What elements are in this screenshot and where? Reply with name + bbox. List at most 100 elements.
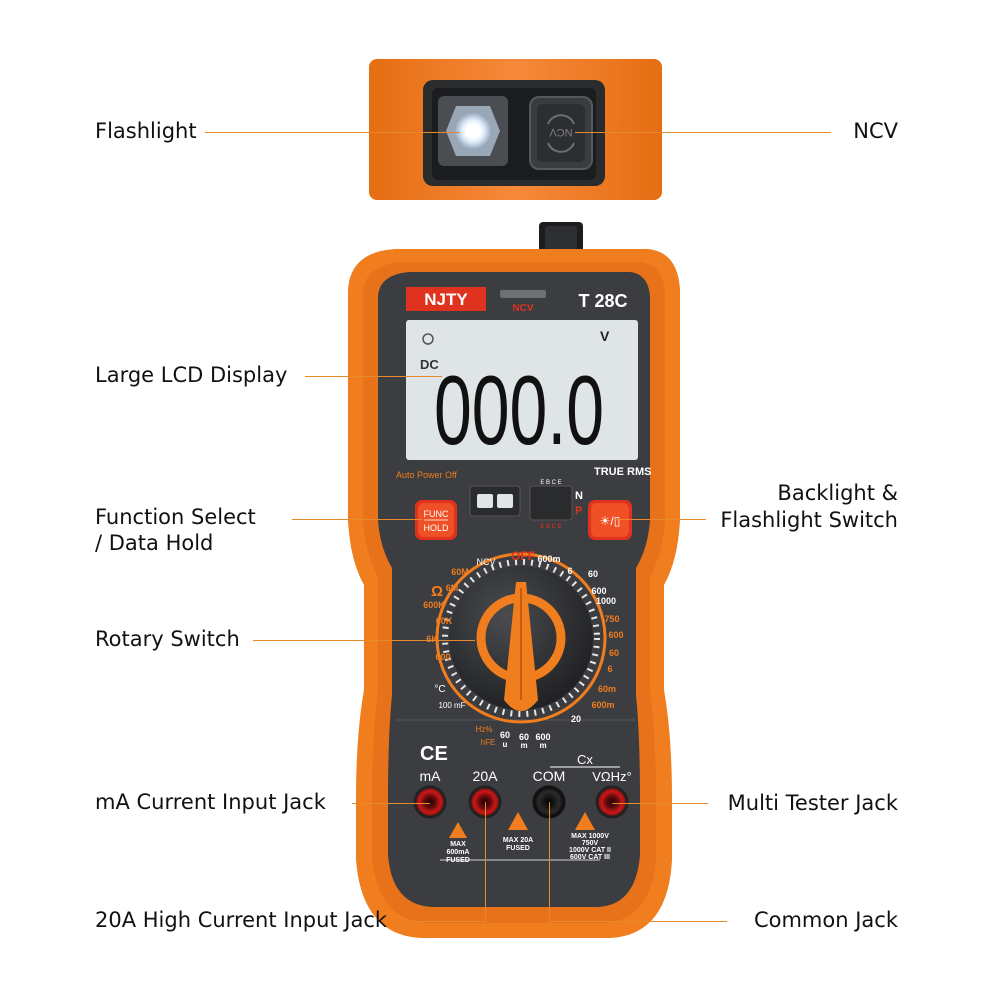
- dial-range-label: 60: [519, 732, 529, 742]
- fine-print: 1000V CAT II: [569, 847, 611, 854]
- ncv-sensor-icon: NCV: [529, 96, 593, 170]
- lcd-reading: 000.0: [434, 355, 604, 465]
- ce-mark: CE: [420, 743, 448, 765]
- temp-socket: [469, 485, 521, 517]
- dial-range-label: 60K: [436, 616, 453, 626]
- dial-range-label: 6M: [446, 583, 459, 593]
- callout-ncv: NCV: [853, 119, 898, 143]
- svg-text:E B C E: E B C E: [540, 524, 561, 530]
- com-leader-vertical: [549, 802, 550, 921]
- dial-range-label: 600m: [591, 700, 614, 710]
- callout-lcd: Large LCD Display: [95, 363, 288, 387]
- a20-leader-vertical: [485, 802, 486, 921]
- warning-icon: [508, 812, 528, 830]
- dial-range-label: 60M: [451, 567, 469, 577]
- backlight-button-art: ☀/▯: [588, 500, 632, 540]
- dial-range-label: 600: [591, 586, 606, 596]
- dial-off-label: OFF: [511, 549, 535, 563]
- fine-print: MAX 20A: [503, 837, 533, 844]
- rotary-dial: [435, 552, 607, 724]
- dial-unit-label: u: [503, 740, 508, 749]
- warning-icon: [449, 822, 467, 838]
- a20-leader: [414, 921, 486, 922]
- fine-print: MAX: [450, 841, 466, 848]
- dial-range-label: 6: [607, 664, 612, 674]
- dial-range-label: 750: [604, 614, 619, 624]
- model-label: T 28C: [578, 291, 627, 311]
- auto-power-off-label: Auto Power Off: [396, 470, 457, 480]
- cx-label: Cx: [577, 752, 593, 767]
- callout-func-line1: Function Select: [95, 505, 256, 529]
- backlight-leader: [613, 519, 706, 520]
- hfe-socket: E B C E E B C E: [529, 480, 573, 530]
- dial-range-label: 60: [500, 730, 510, 740]
- dial-unit-label: m: [539, 741, 546, 750]
- jack-20a-label: 20A: [473, 768, 499, 784]
- dial-range-label: 600K: [423, 600, 445, 610]
- callout-backlight-line2: Flashlight Switch: [720, 508, 898, 532]
- com-leader: [549, 921, 727, 922]
- dial-cap-label: 100 mF: [438, 701, 465, 710]
- warning-icon: [575, 812, 595, 830]
- svg-text:NJTY: NJTY: [424, 290, 468, 309]
- fine-print: 600mA: [447, 849, 470, 856]
- jack-multi-label: VΩHz°: [592, 769, 631, 784]
- lcd-mode: DC: [420, 357, 439, 372]
- lcd-leader: [305, 376, 442, 377]
- svg-text:E B C E: E B C E: [540, 480, 561, 486]
- npn-n-label: N: [575, 490, 583, 502]
- lcd-display: V DC 000.0: [406, 320, 638, 465]
- dial-ohm-symbol: Ω: [431, 583, 443, 600]
- npn-p-label: P: [575, 505, 582, 517]
- dial-range-label: 60: [609, 648, 619, 658]
- lcd-unit: V: [600, 328, 610, 344]
- callout-ma-jack: mA Current Input Jack: [95, 790, 326, 814]
- ncv-leader: [575, 132, 831, 133]
- rotary-leader: [253, 640, 475, 641]
- func-hold-button-art: FUNC HOLD: [415, 500, 457, 540]
- flashlight-icon: [438, 96, 508, 166]
- dial-range-label: 600m: [537, 554, 560, 564]
- dial-range-label: 600: [435, 652, 450, 662]
- svg-text:NCV: NCV: [512, 303, 533, 314]
- jack-ma-label: mA: [420, 768, 442, 784]
- dial-range-label: 6K: [426, 634, 438, 644]
- dial-range-label: 60m: [598, 684, 616, 694]
- brand-badge: NJTY: [406, 287, 486, 311]
- dial-range-label: 600: [535, 732, 550, 742]
- fine-print: FUSED: [506, 845, 530, 852]
- timer-icon: [422, 333, 434, 345]
- func-leader: [292, 519, 422, 520]
- callout-multi-jack: Multi Tester Jack: [727, 791, 898, 815]
- sun-flashlight-icon: ☀/▯: [600, 514, 621, 528]
- top-closeup-panel: NCV: [369, 59, 662, 200]
- svg-text:FUNC: FUNC: [424, 509, 449, 519]
- fine-print: 600V CAT III: [570, 854, 610, 861]
- ma-jack-art: [413, 785, 447, 819]
- multi-leader: [612, 803, 708, 804]
- dial-unit-label: m: [520, 741, 527, 750]
- svg-text:NCV: NCV: [549, 126, 573, 138]
- callout-backlight-line1: Backlight &: [777, 481, 898, 505]
- callout-com-jack: Common Jack: [753, 908, 898, 932]
- fine-print: MAX 1000V: [571, 833, 609, 840]
- true-rms-label: TRUE RMS: [594, 466, 651, 478]
- fine-print: FUSED: [446, 857, 470, 864]
- dial-temp-label: °C: [434, 684, 445, 695]
- dial-hfe-label: hFE: [481, 738, 496, 747]
- dial-range-label: 1000: [596, 596, 616, 606]
- callout-rotary: Rotary Switch: [95, 627, 240, 651]
- jack-com-label: COM: [533, 768, 566, 784]
- ncv-indicator: NCV: [500, 290, 546, 314]
- dial-range-label: 60: [588, 569, 598, 579]
- svg-text:HOLD: HOLD: [423, 523, 449, 533]
- dial-range-label: 600: [608, 630, 623, 640]
- callout-flashlight: Flashlight: [95, 119, 197, 143]
- dial-hz-label: Hz%: [476, 725, 493, 734]
